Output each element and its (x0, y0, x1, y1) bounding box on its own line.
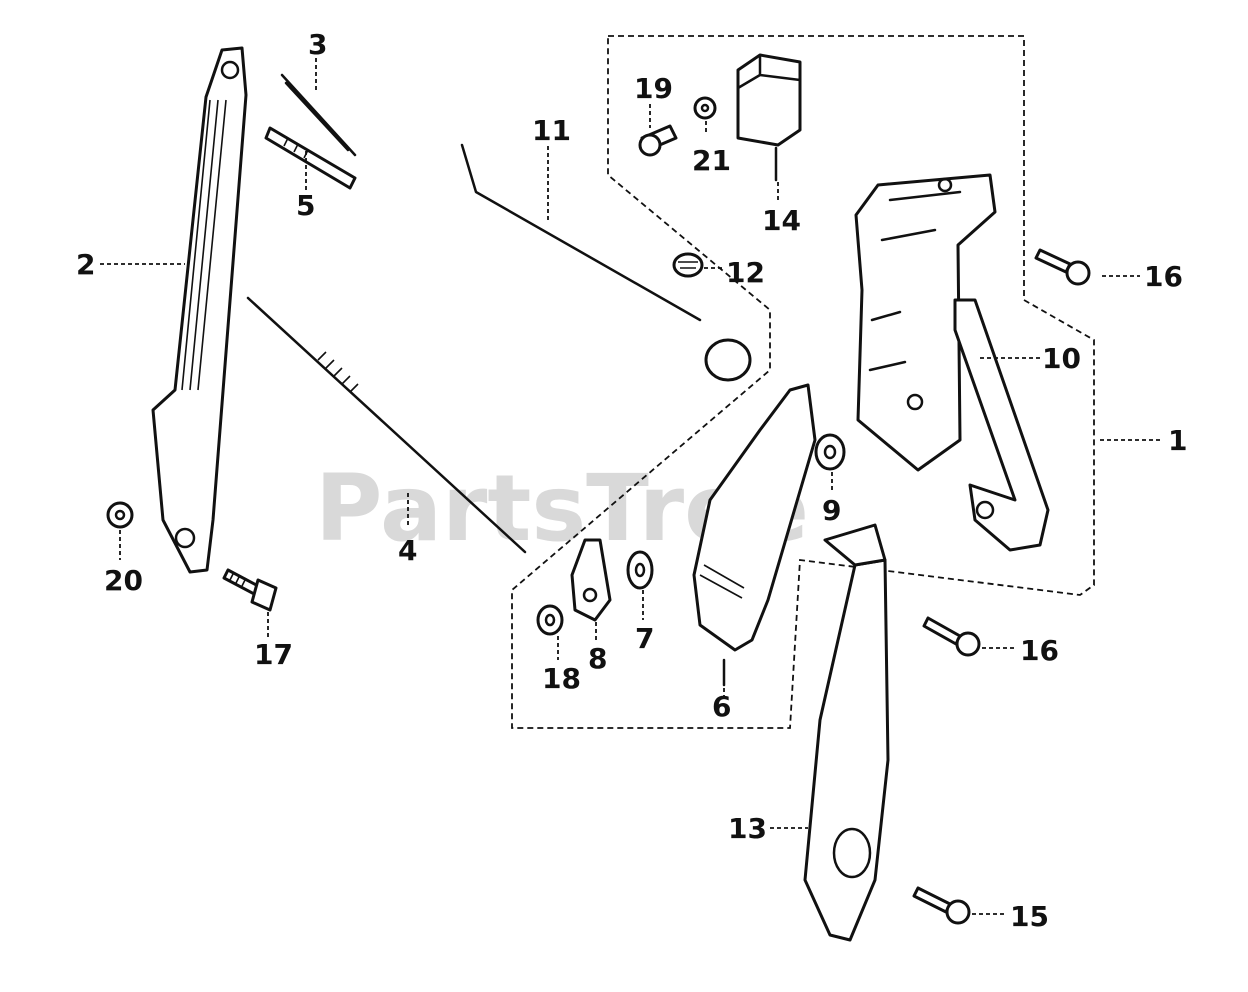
callout-5: 5 (296, 189, 315, 222)
callout-16-upper: 16 (1144, 260, 1183, 293)
part-19-screw (638, 124, 678, 157)
callout-8: 8 (588, 642, 607, 675)
callout-3: 3 (308, 28, 327, 61)
part-12-nut (672, 252, 704, 278)
callout-14: 14 (762, 204, 801, 237)
leader-lines (100, 58, 1160, 915)
part-3-spring-clip (280, 73, 357, 157)
part-10-control-bracket (854, 173, 997, 472)
part-18-nut (536, 604, 564, 636)
callout-10: 10 (1042, 342, 1081, 375)
part-16-bolt-lower (922, 616, 981, 657)
callout-6: 6 (712, 690, 731, 723)
callout-17: 17 (254, 638, 293, 671)
callout-12: 12 (726, 256, 765, 289)
callout-4: 4 (398, 534, 417, 567)
part-7-washer (626, 550, 654, 590)
callout-21: 21 (692, 144, 731, 177)
assembly-outline (511, 35, 1095, 729)
part-21-washer (693, 96, 717, 120)
part-20-nut (106, 501, 134, 529)
callout-11: 11 (532, 114, 571, 147)
callout-18: 18 (542, 662, 581, 695)
callout-9: 9 (822, 494, 841, 527)
part-16-bolt-upper (1034, 248, 1091, 286)
part-2-throttle-rod (151, 46, 248, 574)
part-11-choke-rod (460, 143, 752, 382)
part-1-bracket-arm (953, 298, 1050, 552)
callout-2: 2 (76, 248, 95, 281)
part-9-washer (814, 433, 846, 471)
callout-20: 20 (104, 564, 143, 597)
callout-1: 1 (1168, 424, 1187, 457)
callout-13: 13 (728, 812, 767, 845)
part-15-bolt (912, 886, 971, 925)
callout-16-lower: 16 (1020, 634, 1059, 667)
part-13-lever-plate (803, 523, 890, 942)
part-14-knob (736, 53, 802, 182)
part-8-lever (570, 538, 612, 622)
part-17-bolt (222, 568, 278, 612)
part-5-spring (264, 126, 357, 190)
part-4-governor-spring (246, 296, 527, 554)
callout-15: 15 (1010, 900, 1049, 933)
part-6-choke-lever (692, 383, 817, 687)
callout-19: 19 (634, 72, 673, 105)
callout-7: 7 (635, 622, 654, 655)
